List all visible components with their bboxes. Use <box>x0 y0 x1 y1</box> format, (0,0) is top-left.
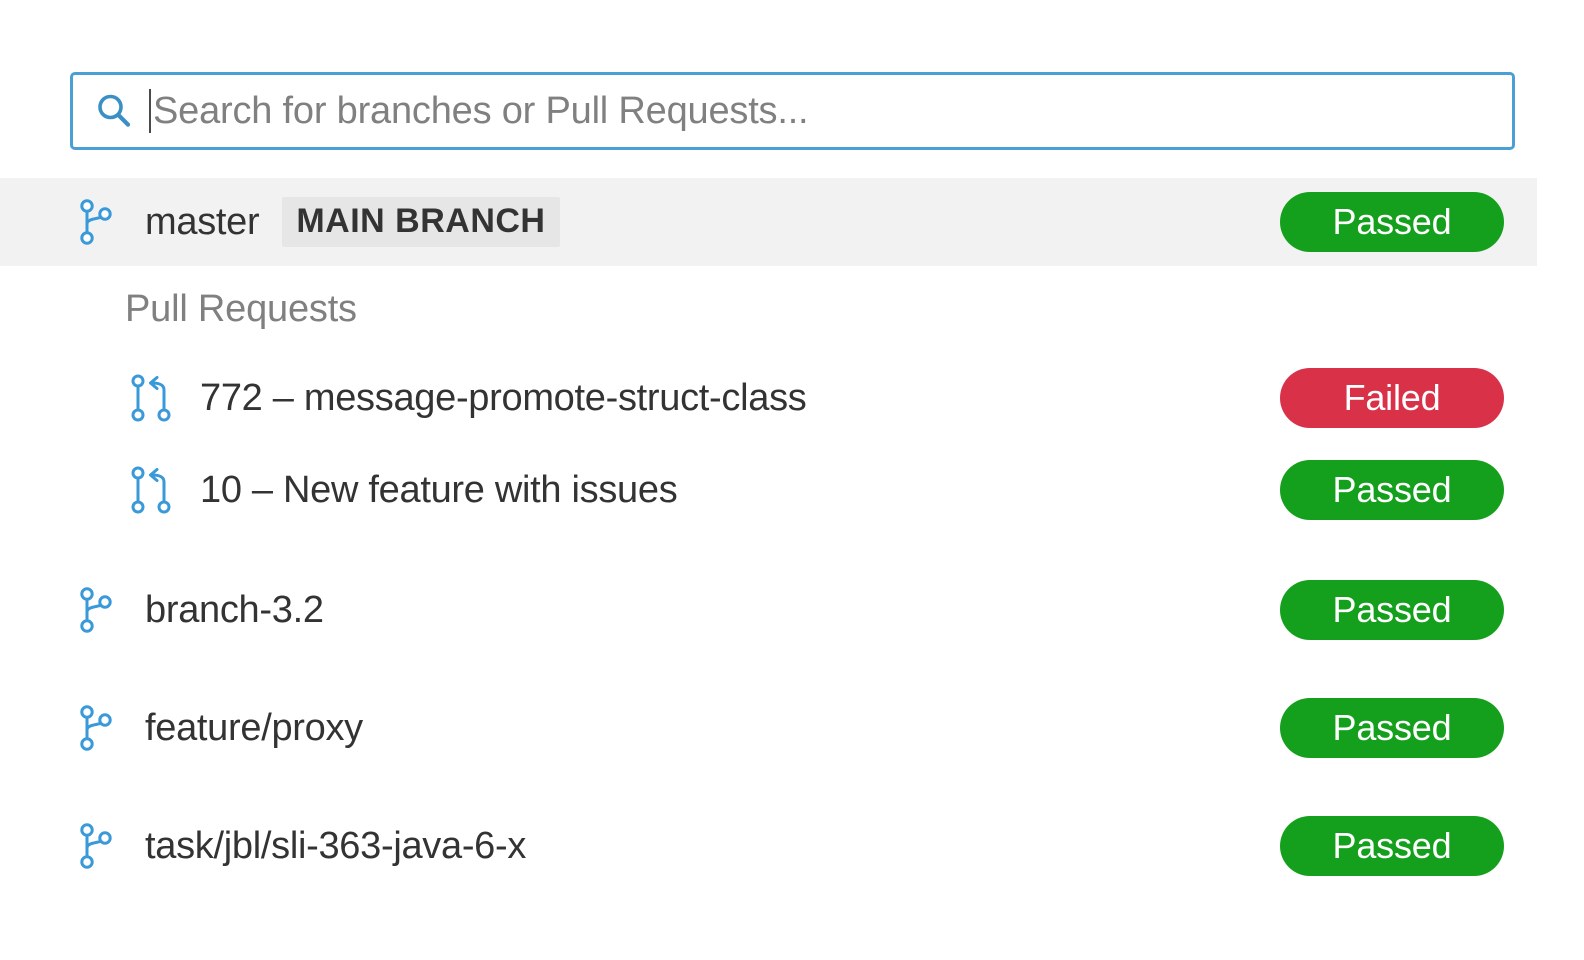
status-badge: Passed <box>1280 580 1504 640</box>
text-caret <box>149 89 151 133</box>
pull-request-label: 772 – message-promote-struct-class <box>200 377 807 419</box>
branch-name: branch-3.2 <box>145 589 324 631</box>
list-item-branch[interactable]: branch-3.2 Passed <box>0 566 1584 654</box>
list-item-branch[interactable]: feature/proxy Passed <box>0 684 1584 772</box>
status-badge: Passed <box>1280 192 1504 252</box>
git-pull-request-icon <box>131 466 171 514</box>
status-badge: Failed <box>1280 368 1504 428</box>
git-pull-request-icon <box>131 374 171 422</box>
results-list: master MAIN BRANCH Passed Pull Requests … <box>0 178 1584 890</box>
search-input[interactable]: Search for branches or Pull Requests... <box>70 72 1515 150</box>
branch-name: feature/proxy <box>145 707 363 749</box>
status-badge: Passed <box>1280 460 1504 520</box>
list-item-pull-request[interactable]: 10 – New feature with issues Passed <box>0 444 1584 536</box>
status-badge: Passed <box>1280 816 1504 876</box>
list-item-main-branch[interactable]: master MAIN BRANCH Passed <box>0 178 1537 266</box>
git-branch-icon <box>80 823 112 869</box>
git-branch-icon <box>80 587 112 633</box>
list-item-pull-request[interactable]: 772 – message-promote-struct-class Faile… <box>0 352 1584 444</box>
branch-name: task/jbl/sli-363-java-6-x <box>145 825 527 867</box>
git-branch-icon <box>80 199 112 245</box>
list-item-branch[interactable]: task/jbl/sli-363-java-6-x Passed <box>0 802 1584 890</box>
pull-requests-group-header: Pull Requests <box>125 288 357 330</box>
status-badge: Passed <box>1280 698 1504 758</box>
pull-request-label: 10 – New feature with issues <box>200 469 678 511</box>
main-branch-badge: MAIN BRANCH <box>282 197 560 247</box>
git-branch-icon <box>80 705 112 751</box>
search-icon <box>98 94 131 127</box>
branch-name: master <box>145 201 260 243</box>
search-placeholder-text: Search for branches or Pull Requests... <box>153 90 809 132</box>
